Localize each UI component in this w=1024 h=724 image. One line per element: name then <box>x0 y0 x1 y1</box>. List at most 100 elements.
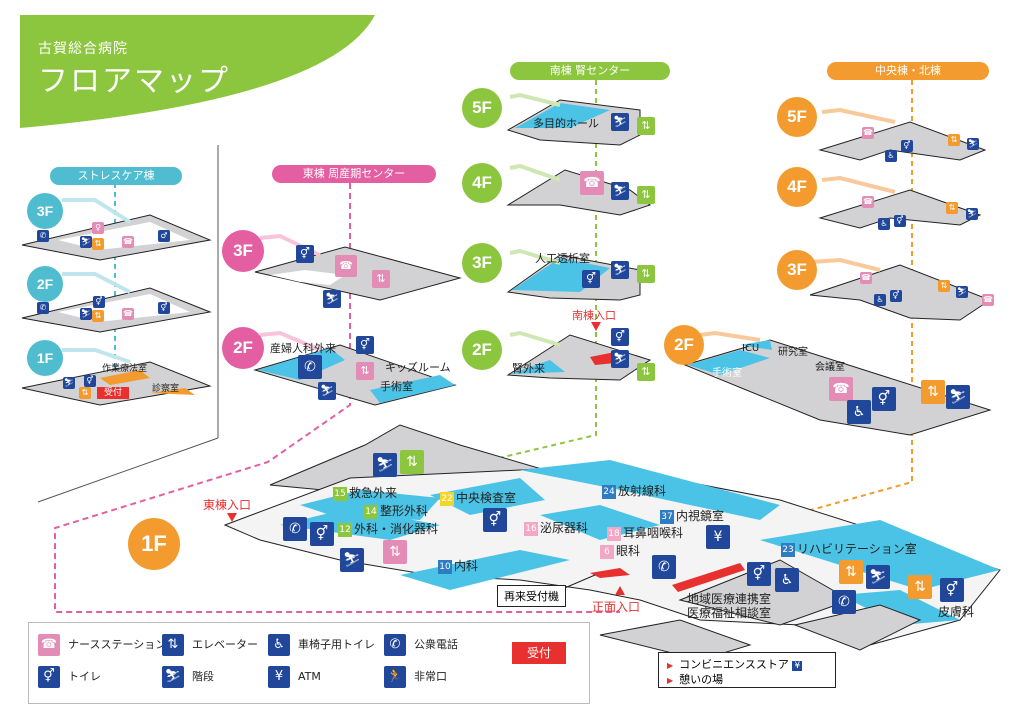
department-number: 23 <box>781 542 795 557</box>
main-entrance-label: 正面入口 <box>592 600 641 614</box>
stairs-icon: ⛷ <box>162 666 184 688</box>
legend-item-atm: ¥ATM <box>268 666 321 688</box>
department-name: 内視鏡室 <box>676 509 725 523</box>
legend-label: 階段 <box>192 670 214 683</box>
building-tab-central[interactable]: 中央棟・北棟 <box>827 62 989 80</box>
room-label-operating-room: 手術室 <box>380 380 413 393</box>
room-label-community-liaison: 地域医療連携室 <box>687 592 772 606</box>
floor-badge-central-3f[interactable]: 3F <box>777 250 817 290</box>
building-tab-stress-care[interactable]: ストレスケア棟 <box>50 167 182 185</box>
room-label-occupational-therapy: 作業療法室 <box>102 364 148 374</box>
floor-badge-central-2f[interactable]: 2F <box>664 325 704 365</box>
legend-label: ナースステーション <box>68 638 167 651</box>
department-number: 10 <box>438 559 452 574</box>
public-phone-icon: ✆ <box>384 634 406 656</box>
elevator-icon: ⇅ <box>162 634 184 656</box>
central-axis <box>774 80 913 521</box>
building-tab-south[interactable]: 南棟 腎センター <box>510 62 670 80</box>
department-name: 泌尿器科 <box>540 521 589 535</box>
legend-item-public-phone: ✆公衆電話 <box>384 634 458 656</box>
floor-badge-south-5f[interactable]: 5F <box>462 88 502 128</box>
phone-icon: ✆ <box>283 517 307 541</box>
toilet-icon: ⚥ <box>901 140 913 152</box>
east-entrance-label: 東棟入口 <box>203 498 252 512</box>
stairs-icon: ⛷ <box>611 350 629 368</box>
toilet-icon: ⚥ <box>84 375 96 387</box>
legend-item-stairs: ⛷ 階段 <box>162 666 214 688</box>
toilet-icon: ⚥ <box>93 296 105 308</box>
room-label-operating-room: 手術室 <box>712 368 742 379</box>
phone-icon: ✆ <box>37 230 49 242</box>
main-entrance-marker <box>615 586 625 595</box>
floor-badge-east-2f[interactable]: 2F <box>222 327 264 369</box>
department-number: 37 <box>660 509 674 524</box>
floor-badge-south-3f[interactable]: 3F <box>462 243 502 283</box>
floor-badge-east-3f[interactable]: 3F <box>222 230 264 272</box>
floor-badge-south-4f[interactable]: 4F <box>462 163 502 203</box>
phone-icon: ✆ <box>652 555 676 579</box>
toilet-icon: ♀ <box>92 222 104 234</box>
toilet-icon: ⚥ <box>310 522 334 546</box>
wheelchair-toilet-icon: ♿ <box>268 634 290 656</box>
legend-item-emergency-exit: 🏃非常口 <box>384 666 447 688</box>
toilet-icon: ⚥ <box>872 387 896 411</box>
elevator-icon: ⇅ <box>637 186 655 204</box>
divider-diagonal <box>37 437 219 503</box>
phone-icon: ✆ <box>37 302 49 314</box>
hospital-name: 古賀総合病院 <box>38 41 128 57</box>
department-number: 24 <box>602 484 616 499</box>
floor-badge-central-4f[interactable]: 4F <box>777 167 817 207</box>
atm-icon: ¥ <box>792 661 803 671</box>
department-number: 16 <box>524 521 538 536</box>
department-number: 18 <box>607 526 621 541</box>
stairs-icon: ⛷ <box>318 382 336 400</box>
nurse-station-icon: ☎ <box>335 255 357 277</box>
store-item: ▶コンビニエンスストア ¥ <box>667 656 803 672</box>
floor-badge-stresscare-1f[interactable]: 1F <box>27 340 63 376</box>
department-name: 内科 <box>454 559 479 573</box>
floor-badge-main-1f[interactable]: 1F <box>128 518 180 570</box>
elevator-icon: ⇅ <box>938 280 950 292</box>
elevator-icon: ⇅ <box>637 117 655 135</box>
legend-item-nurse-station: ☎ ナースステーション <box>38 634 166 656</box>
phone-icon: ✆ <box>298 355 322 379</box>
elevator-icon: ⇅ <box>92 310 104 322</box>
department-number: 22 <box>440 491 454 506</box>
legend-label: トイレ <box>68 670 101 683</box>
page-title: フロアマップ <box>38 64 230 99</box>
department-number: 6 <box>600 544 614 559</box>
central-floor-4f <box>818 175 982 229</box>
building-tab-east[interactable]: 東棟 周産期センター <box>272 165 436 183</box>
central-floor-5f <box>818 107 987 161</box>
wheelchair-toilet-icon: ♿ <box>885 150 897 162</box>
atm-icon: ¥ <box>706 525 730 549</box>
room-label-kidney-outpatient: 腎外来 <box>512 362 545 375</box>
nurse-station-icon: ☎ <box>38 634 60 656</box>
stairs-icon: ⛷ <box>967 138 979 150</box>
room-label-exam-room: 診察室 <box>152 384 180 394</box>
floor-badge-stresscare-3f[interactable]: 3F <box>27 193 63 229</box>
floor-badge-central-5f[interactable]: 5F <box>777 97 817 137</box>
elevator-icon: ⇅ <box>383 540 407 564</box>
legend <box>28 622 590 704</box>
floor-badge-stresscare-2f[interactable]: 2F <box>27 266 63 302</box>
room-label-welfare-consultation: 医療福祉相談室 <box>687 606 772 620</box>
stairs-icon: ⛷ <box>80 308 92 320</box>
elevator-icon: ⇅ <box>79 387 91 399</box>
nurse-station-icon: ☎ <box>862 127 874 139</box>
nurse-station-icon: ☎ <box>122 308 134 320</box>
toilet-icon: ⚥ <box>940 578 964 602</box>
floor-badge-south-2f[interactable]: 2F <box>462 330 502 370</box>
toilet-icon: ⚥ <box>356 336 374 354</box>
